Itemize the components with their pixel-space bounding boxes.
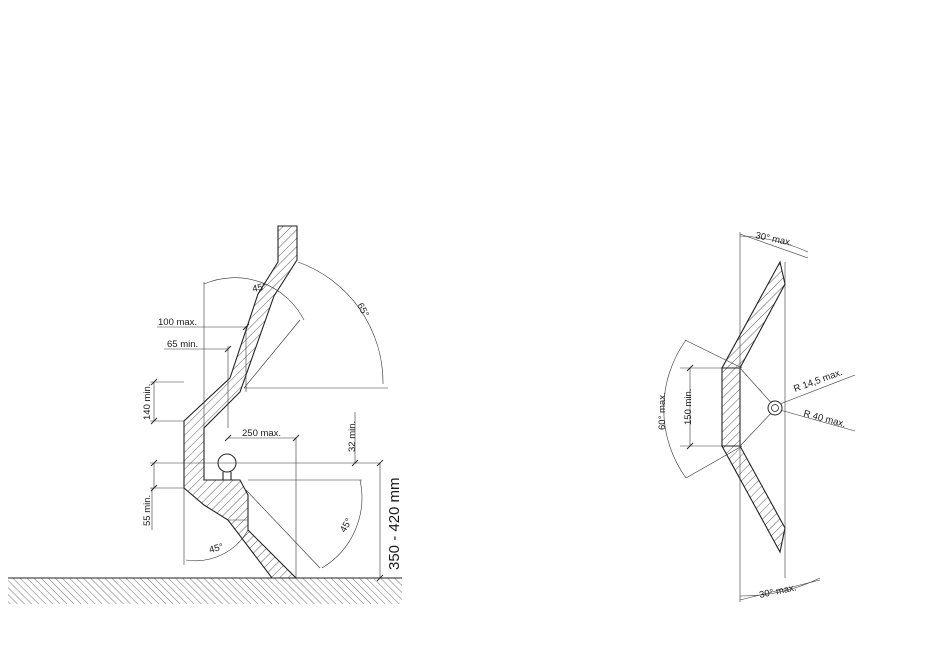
top-tow-ball-outer [768, 401, 782, 415]
height-range-label: 350 - 420 mm [386, 477, 403, 570]
lower-blade [722, 446, 785, 552]
angle-60-label: 60° max. [657, 392, 668, 430]
radius-40-label: R 40 max. [802, 408, 847, 430]
angle-30-bottom-label: 30° max. [758, 582, 797, 601]
top-view: 30° max. 60° max. 150 min. R 14,5 max. R… [657, 230, 855, 602]
center-block [722, 368, 740, 446]
dim-140-min-label: 140 min. [142, 384, 153, 420]
ground [8, 578, 402, 604]
upper-blade [722, 262, 785, 368]
dim-65-min-label: 65 min. [167, 339, 198, 350]
dim-150-min-label: 150 min. [683, 389, 694, 425]
dim-250-max-label: 250 max. [242, 428, 281, 439]
dim-55-min-label: 55 min. [142, 495, 153, 526]
side-view: 45° 65° 100 max. 65 min. 140 min. 250 ma… [8, 226, 403, 604]
dim-32-min-label: 32 min. [347, 421, 358, 452]
angle-45-bottom-label: 45° [208, 542, 225, 556]
radius-14-5-label: R 14,5 max. [792, 367, 844, 395]
angle-45-right-label: 45° [338, 516, 355, 534]
angle-65-label: 65° [354, 301, 371, 319]
dim-100-max-label: 100 max. [158, 317, 197, 328]
hook-body [184, 226, 297, 578]
